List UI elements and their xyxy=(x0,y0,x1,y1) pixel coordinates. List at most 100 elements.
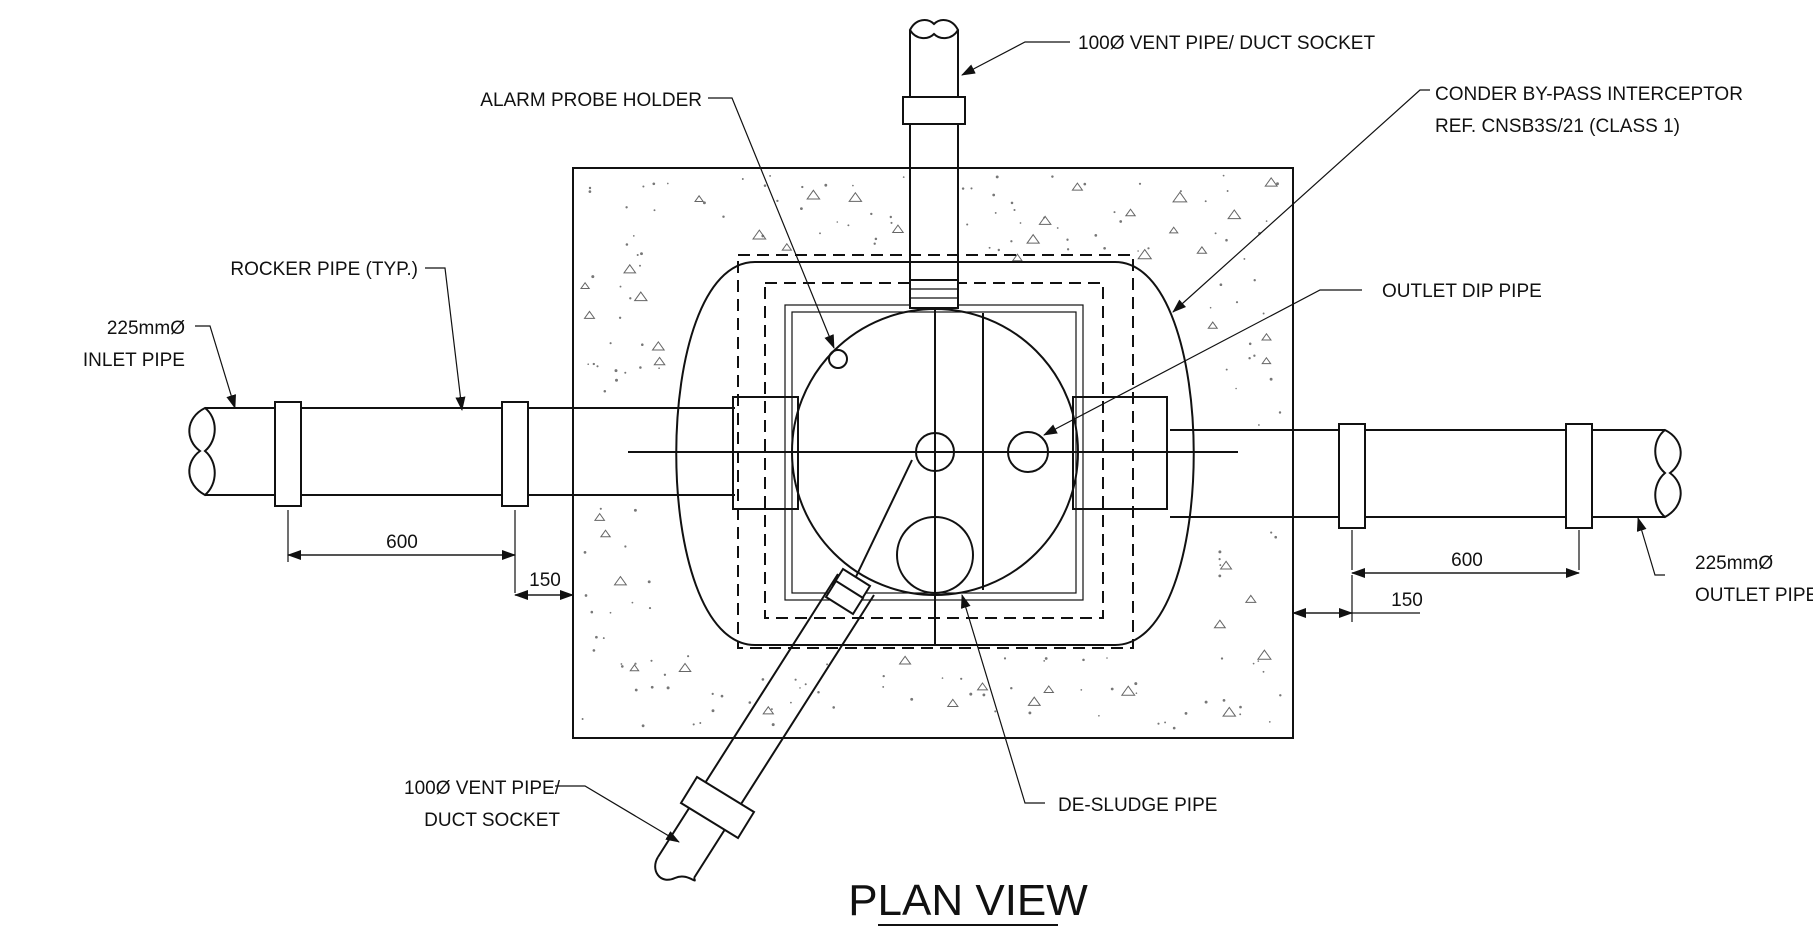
speckle-mark xyxy=(1248,342,1252,346)
label-alarm-probe: ALARM PROBE HOLDER xyxy=(480,90,702,111)
aggregate-mark xyxy=(1026,233,1041,244)
speckle-mark xyxy=(711,692,714,696)
speckle-mark xyxy=(584,594,588,597)
speckle-mark xyxy=(832,706,835,709)
speckle-mark xyxy=(882,685,885,688)
speckle-mark xyxy=(632,235,635,237)
speckle-mark xyxy=(873,242,876,245)
aggregate-mark xyxy=(1038,215,1052,225)
outlet-dip-pipe xyxy=(1007,431,1049,473)
speckle-mark xyxy=(1066,248,1070,251)
aggregate-mark xyxy=(1124,208,1137,217)
speckle-mark xyxy=(826,663,829,666)
speckle-mark xyxy=(618,316,622,319)
speckle-mark xyxy=(847,224,850,227)
page-title: PLAN VIEW xyxy=(848,876,1088,925)
aggregate-mark xyxy=(651,341,666,351)
speckle-mark xyxy=(591,275,595,279)
label-inlet-1: 225mmØ xyxy=(107,318,185,339)
aggregate-mark xyxy=(1137,248,1153,260)
speckle-mark xyxy=(639,366,642,369)
speckle-mark xyxy=(1225,368,1228,371)
speckle-mark xyxy=(1257,424,1260,426)
aggregate-mark xyxy=(1222,706,1237,717)
speckle-mark xyxy=(581,718,584,720)
dimension-lines: 600 150 600 150 xyxy=(287,510,1580,622)
speckle-mark xyxy=(870,212,873,216)
speckle-mark xyxy=(1276,182,1279,186)
speckle-mark xyxy=(836,221,839,223)
aggregate-mark xyxy=(694,194,705,202)
speckle-mark xyxy=(988,246,991,249)
speckle-mark xyxy=(890,221,893,224)
interceptor-tank xyxy=(628,254,1238,649)
aggregate-mark xyxy=(1196,245,1208,254)
speckle-mark xyxy=(1269,377,1273,381)
outlet-coupling-2 xyxy=(1565,423,1593,529)
speckle-mark xyxy=(1135,692,1138,694)
speckle-mark xyxy=(794,678,797,681)
aggregate-mark xyxy=(1261,356,1272,365)
aggregate-mark xyxy=(1043,685,1055,693)
label-vent-bottom-2: DUCT SOCKET xyxy=(424,810,560,831)
speckle-mark xyxy=(1248,357,1251,360)
speckle-mark xyxy=(1262,312,1265,315)
speckle-mark xyxy=(800,207,803,211)
aggregate-mark xyxy=(1256,649,1272,660)
speckle-mark xyxy=(1253,279,1256,282)
aggregate-mark xyxy=(629,664,640,672)
label-inlet-2: INLET PIPE xyxy=(83,350,185,371)
speckle-mark xyxy=(748,701,752,704)
speckle-mark xyxy=(1172,726,1176,730)
speckle-mark xyxy=(641,343,644,346)
speckle-mark xyxy=(650,685,654,689)
speckle-mark xyxy=(602,637,605,640)
speckle-mark xyxy=(625,206,628,209)
speckle-mark xyxy=(1184,712,1188,715)
speckle-mark xyxy=(992,193,996,197)
speckle-mark xyxy=(658,367,660,370)
speckle-mark xyxy=(596,365,599,368)
speckle-mark xyxy=(966,223,969,226)
speckle-mark xyxy=(770,708,773,711)
speckle-mark xyxy=(819,232,821,235)
speckle-mark xyxy=(1103,246,1106,250)
speckle-mark xyxy=(1235,301,1239,304)
speckle-mark xyxy=(647,580,651,584)
speckle-mark xyxy=(1278,411,1282,414)
speckle-mark xyxy=(769,174,772,177)
aggregate-mark xyxy=(781,242,793,251)
speckle-mark xyxy=(1225,238,1228,242)
aggregate-mark xyxy=(1264,177,1279,187)
speckle-mark xyxy=(633,508,637,512)
speckle-mark xyxy=(961,187,965,190)
speckle-mark xyxy=(910,697,914,701)
dim-right-150: 150 xyxy=(1391,590,1423,611)
speckle-mark xyxy=(615,378,618,382)
aggregate-mark xyxy=(633,291,648,302)
speckle-mark xyxy=(687,655,690,658)
aggregate-mark xyxy=(1172,191,1188,203)
speckle-mark xyxy=(592,362,595,366)
speckle-mark xyxy=(1226,190,1229,192)
label-vent-top: 100Ø VENT PIPE/ DUCT SOCKET xyxy=(1078,33,1375,54)
speckle-mark xyxy=(588,186,592,190)
aggregate-mark xyxy=(898,655,912,665)
speckle-mark xyxy=(666,686,670,690)
speckle-mark xyxy=(941,677,944,679)
speckle-mark xyxy=(1209,306,1212,309)
speckle-mark xyxy=(1013,208,1016,212)
speckle-mark xyxy=(624,545,627,548)
aggregate-mark xyxy=(1219,560,1233,570)
speckle-mark xyxy=(771,723,775,727)
speckle-mark xyxy=(1257,660,1260,662)
speckle-mark xyxy=(1218,558,1221,561)
speckle-mark xyxy=(1134,682,1138,686)
speckle-mark xyxy=(994,211,997,214)
speckle-mark xyxy=(722,215,725,218)
vent-pipe-top xyxy=(902,19,966,309)
speckle-mark xyxy=(1010,201,1014,205)
speckle-mark xyxy=(666,182,669,185)
outlet-pipe xyxy=(1170,423,1682,529)
